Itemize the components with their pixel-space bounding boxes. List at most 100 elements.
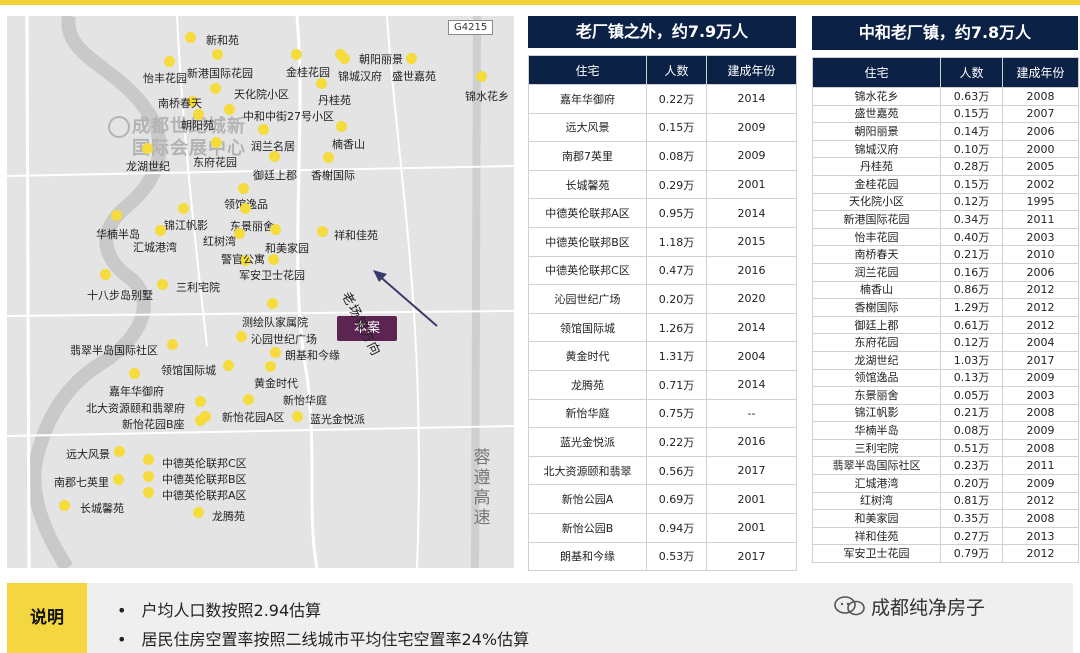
poi-marker[interactable] bbox=[267, 298, 278, 309]
table-cell: 2004 bbox=[706, 341, 797, 371]
poi-marker[interactable] bbox=[187, 96, 198, 107]
poi-marker[interactable] bbox=[236, 331, 247, 342]
poi-marker[interactable] bbox=[336, 121, 347, 132]
poi-label: 中和中街27号小区 bbox=[243, 110, 334, 123]
poi-marker[interactable] bbox=[268, 254, 279, 265]
table-cell: 中德英伦联邦C区 bbox=[528, 255, 647, 286]
poi-marker[interactable] bbox=[129, 368, 140, 379]
poi-marker[interactable] bbox=[292, 411, 303, 422]
table-cell: 1.26万 bbox=[646, 312, 707, 343]
poi-marker[interactable] bbox=[243, 394, 254, 405]
table-cell: 2000 bbox=[1002, 139, 1079, 159]
table-cell: 0.10万 bbox=[940, 139, 1003, 159]
poi-marker[interactable] bbox=[223, 360, 234, 371]
table-cell: 0.08万 bbox=[940, 421, 1003, 440]
poi-marker[interactable] bbox=[142, 143, 153, 154]
table-cell: 2005 bbox=[1002, 157, 1079, 176]
table-cell: 黄金时代 bbox=[528, 341, 647, 371]
poi-marker[interactable] bbox=[195, 396, 206, 407]
poi-marker[interactable] bbox=[114, 446, 125, 457]
poi-marker[interactable] bbox=[59, 500, 70, 511]
poi-marker[interactable] bbox=[113, 474, 124, 485]
poi-marker[interactable] bbox=[316, 78, 327, 89]
wechat-brand: 成都纯净房子 bbox=[833, 593, 985, 620]
table-cell: 东景丽舍 bbox=[812, 386, 941, 405]
poi-marker[interactable] bbox=[240, 255, 251, 266]
column-header: 人数 bbox=[646, 55, 707, 85]
poi-marker[interactable] bbox=[111, 210, 122, 221]
project-marker[interactable]: 本案 bbox=[337, 316, 397, 341]
poi-marker[interactable] bbox=[200, 411, 211, 422]
notes-bar: 说明 • 户均人口数按照2.94估算 • 居民住房空置率按照二线城市平均住宅空置… bbox=[7, 583, 1073, 653]
poi-label: 香榭国际 bbox=[311, 169, 355, 182]
highway-shield: G4215 bbox=[448, 20, 494, 35]
poi-marker[interactable] bbox=[210, 83, 221, 94]
poi-marker[interactable] bbox=[317, 226, 328, 237]
poi-label: 锦城汉府 bbox=[338, 70, 382, 83]
top-accent-bar bbox=[0, 0, 1080, 5]
table-cell: 2003 bbox=[1002, 386, 1079, 405]
table-cell: 中德英伦联邦A区 bbox=[528, 198, 647, 228]
poi-marker[interactable] bbox=[476, 71, 487, 82]
poi-marker[interactable] bbox=[406, 53, 417, 64]
table-cell: 长城馨苑 bbox=[528, 169, 647, 200]
poi-marker[interactable] bbox=[157, 279, 168, 290]
poi-marker[interactable] bbox=[265, 361, 276, 372]
location-map[interactable]: G4215 成都世纪城新 国际会展中心 新和苑朝阳丽景金桂花园新港国际花园怡丰花… bbox=[7, 16, 514, 568]
table-cell: 2015 bbox=[706, 226, 797, 257]
poi-label: 丹桂苑 bbox=[318, 94, 351, 107]
poi-marker[interactable] bbox=[212, 49, 223, 60]
poi-marker[interactable] bbox=[224, 104, 235, 115]
poi-marker[interactable] bbox=[270, 224, 281, 235]
table-cell: 0.28万 bbox=[940, 157, 1003, 176]
poi-label: 中德英伦联邦C区 bbox=[162, 457, 247, 470]
poi-marker[interactable] bbox=[185, 32, 196, 43]
table-cell: 0.29万 bbox=[646, 169, 707, 200]
poi-marker[interactable] bbox=[193, 507, 204, 518]
poi-marker[interactable] bbox=[234, 228, 245, 239]
poi-marker[interactable] bbox=[270, 347, 281, 358]
poi-marker[interactable] bbox=[143, 454, 154, 465]
poi-marker[interactable] bbox=[155, 225, 166, 236]
poi-marker[interactable] bbox=[258, 124, 269, 135]
table-cell: 0.20万 bbox=[646, 284, 707, 314]
table-cell: 2014 bbox=[706, 312, 797, 343]
table-cell: 2007 bbox=[1002, 104, 1079, 124]
poi-marker[interactable] bbox=[291, 49, 302, 60]
poi-marker[interactable] bbox=[143, 471, 154, 482]
poi-marker[interactable] bbox=[211, 137, 222, 148]
table-cell: 0.21万 bbox=[940, 403, 1003, 423]
poi-marker[interactable] bbox=[323, 152, 334, 163]
poi-marker[interactable] bbox=[178, 203, 189, 214]
poi-marker[interactable] bbox=[143, 487, 154, 498]
poi-label: 新怡花园B座 bbox=[122, 418, 185, 431]
poi-label: 朗基和今缘 bbox=[285, 349, 340, 362]
poi-marker[interactable] bbox=[193, 109, 204, 120]
table-cell: 丹桂苑 bbox=[812, 157, 941, 176]
poi-marker[interactable] bbox=[238, 183, 249, 194]
poi-marker[interactable] bbox=[339, 53, 350, 64]
poi-label: 润兰名居 bbox=[251, 140, 295, 153]
poi-marker[interactable] bbox=[195, 415, 206, 426]
table-cell: 2001 bbox=[706, 169, 797, 200]
table-cell: 0.53万 bbox=[646, 541, 707, 572]
poi-marker[interactable] bbox=[164, 56, 175, 67]
poi-marker[interactable] bbox=[167, 339, 178, 350]
poi-marker[interactable] bbox=[269, 151, 280, 162]
table-cell: 朗基和今缘 bbox=[528, 541, 647, 572]
poi-label: 测绘队家属院 bbox=[242, 316, 308, 329]
poi-marker[interactable] bbox=[100, 269, 111, 280]
poi-marker[interactable] bbox=[240, 203, 251, 214]
